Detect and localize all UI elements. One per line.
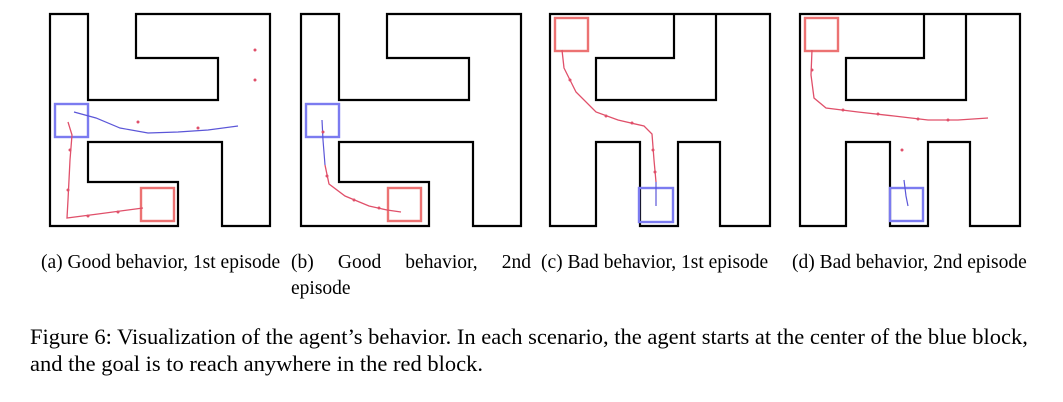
- maze-d: [798, 12, 1022, 228]
- subcaption-b: (b) Good behavior, 2nd episode: [291, 252, 531, 299]
- path-markers: [321, 130, 381, 210]
- maze-wall: [548, 12, 772, 228]
- subcaption-c: (c) Bad behavior, 1st episode: [541, 252, 769, 273]
- maze-a: [48, 12, 272, 228]
- path-markers: [66, 48, 257, 218]
- path-markers: [568, 78, 657, 174]
- panel-d: (d) Bad behavior, 2nd episode: [792, 0, 1048, 305]
- maze-wall: [299, 12, 523, 228]
- figure-caption: Figure 6: Visualization of the agent’s b…: [30, 324, 1028, 376]
- subcaption-d: (d) Bad behavior, 2nd episode: [792, 252, 1027, 273]
- agent-path-blue: [903, 179, 909, 207]
- maze-wall: [798, 12, 1022, 228]
- goal-block: [139, 186, 176, 223]
- maze-c: [548, 12, 772, 228]
- path-markers: [810, 68, 950, 152]
- goal-block: [553, 16, 590, 53]
- agent-path-red: [810, 49, 989, 121]
- maze-wall: [48, 12, 272, 228]
- panel-c: (c) Bad behavior, 1st episode: [541, 0, 798, 305]
- goal-block: [803, 16, 840, 53]
- subcaption-a: (a) Good behavior, 1st episode: [41, 252, 281, 273]
- agent-path-red: [324, 164, 402, 213]
- panel-a: (a) Good behavior, 1st episode: [41, 0, 298, 305]
- agent-path-blue: [73, 111, 239, 134]
- panel-b: (b) Good behavior, 2nd episode: [291, 0, 549, 305]
- maze-b: [299, 12, 523, 228]
- agent-path-red: [66, 121, 144, 219]
- start-block: [888, 186, 925, 223]
- goal-block: [386, 186, 423, 223]
- agent-path-blue: [321, 119, 326, 166]
- agent-path-red: [561, 49, 657, 183]
